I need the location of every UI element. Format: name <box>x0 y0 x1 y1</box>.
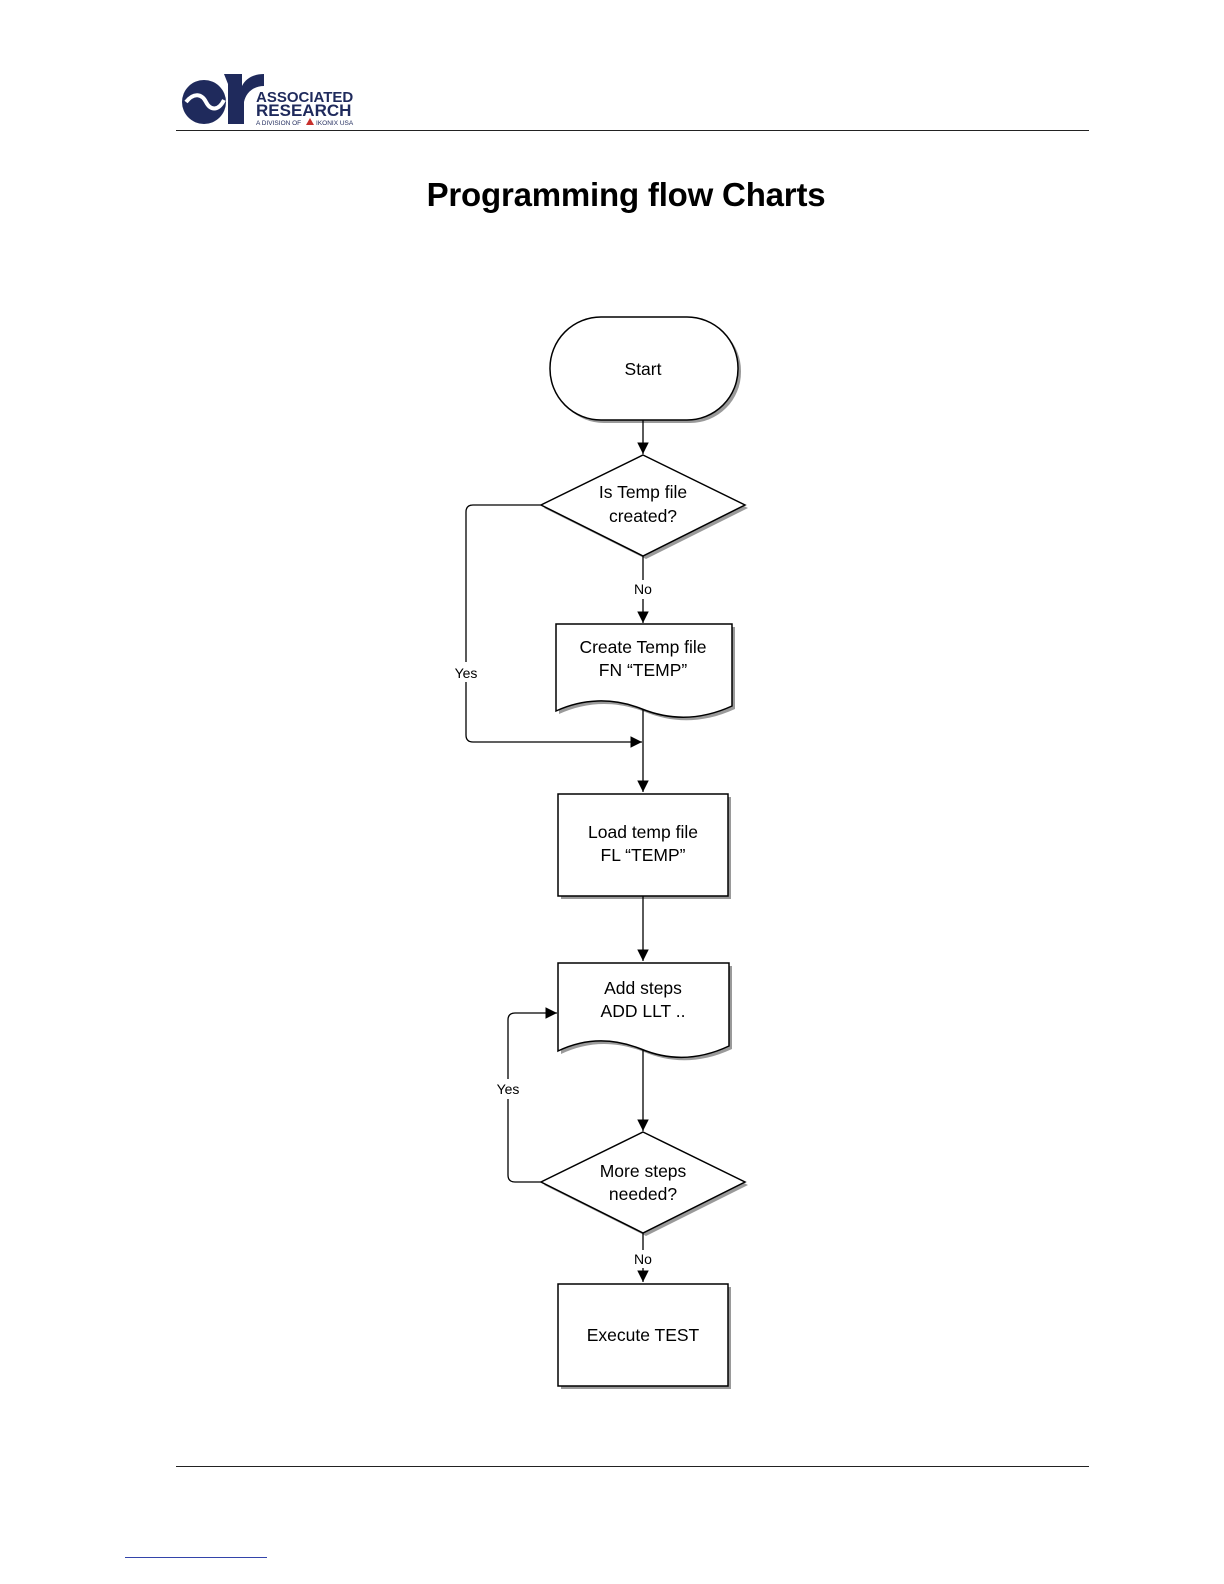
temp-file-decision-label-line2: created? <box>609 506 677 526</box>
create-temp-file-label-line1: Create Temp file <box>579 637 706 657</box>
more-steps-decision-label-line1: More steps <box>600 1161 687 1181</box>
edge-label-temp-yes: Yes <box>455 665 478 681</box>
edge-label-more-yes: Yes <box>497 1081 520 1097</box>
footer-divider <box>176 1466 1089 1467</box>
create-temp-file-label-line2: FN “TEMP” <box>599 660 688 680</box>
load-temp-file-label-line2: FL “TEMP” <box>601 845 686 865</box>
start-node: Start <box>550 317 741 423</box>
add-steps-node: Add steps ADD LLT .. <box>558 963 732 1060</box>
create-temp-file-node: Create Temp file FN “TEMP” <box>556 624 735 720</box>
load-temp-file-label-line1: Load temp file <box>588 822 698 842</box>
more-steps-decision-label-line2: needed? <box>609 1184 677 1204</box>
execute-test-label: Execute TEST <box>587 1325 700 1345</box>
start-label: Start <box>625 359 662 379</box>
footer-link-underline <box>125 1557 267 1558</box>
more-steps-decision-node: More steps needed? <box>541 1132 748 1236</box>
execute-test-node: Execute TEST <box>558 1284 731 1389</box>
add-steps-label-line1: Add steps <box>604 978 682 998</box>
edge-label-temp-no: No <box>634 581 652 597</box>
temp-file-decision-label-line1: Is Temp file <box>599 482 687 502</box>
temp-file-decision-node: Is Temp file created? <box>541 455 748 559</box>
edge-label-more-no: No <box>634 1251 652 1267</box>
add-steps-label-line2: ADD LLT .. <box>601 1001 686 1021</box>
load-temp-file-node: Load temp file FL “TEMP” <box>558 794 731 899</box>
